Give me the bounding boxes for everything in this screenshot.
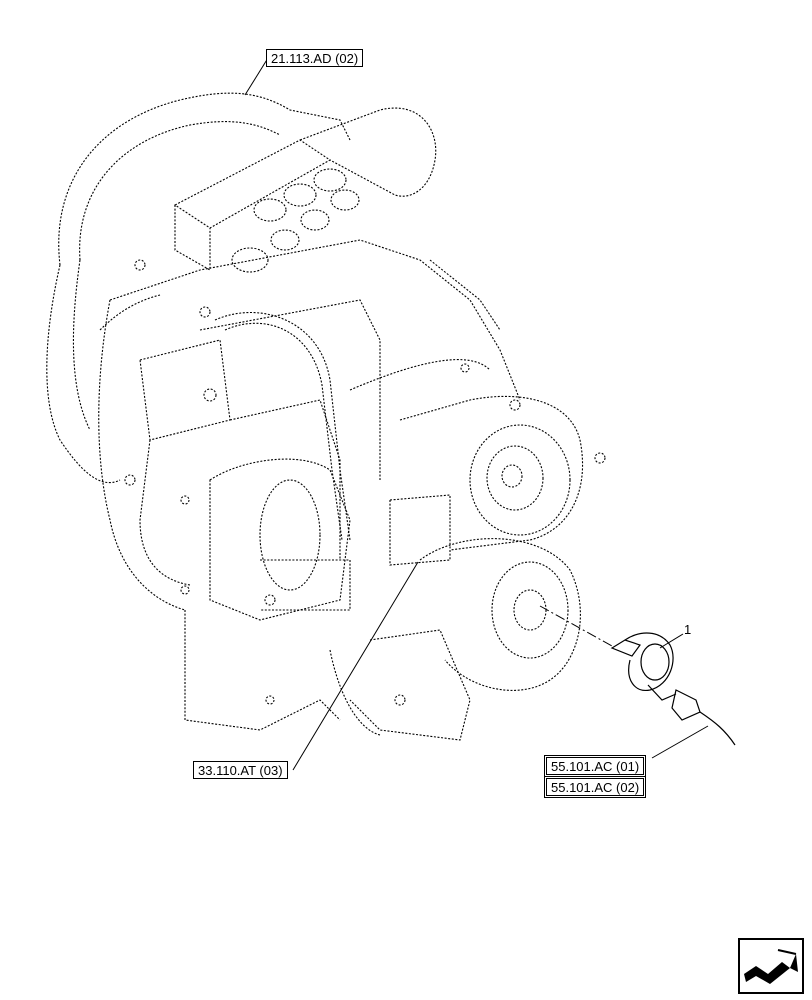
ref-label-right-2[interactable]: 55.101.AC (02) [543,776,647,798]
next-page-arrow-icon[interactable] [738,938,804,994]
axis-line [539,605,613,647]
ref-label-left[interactable]: 33.110.AT (03) [193,761,288,779]
ref-label-right-1[interactable]: 55.101.AC (01) [543,755,647,777]
transmission-housing-outline [46,92,606,741]
leader-lines [244,57,709,771]
speed-sensor [610,632,736,746]
ref-label-top[interactable]: 21.113.AD (02) [266,49,364,67]
callout-number: 1 [684,622,692,637]
